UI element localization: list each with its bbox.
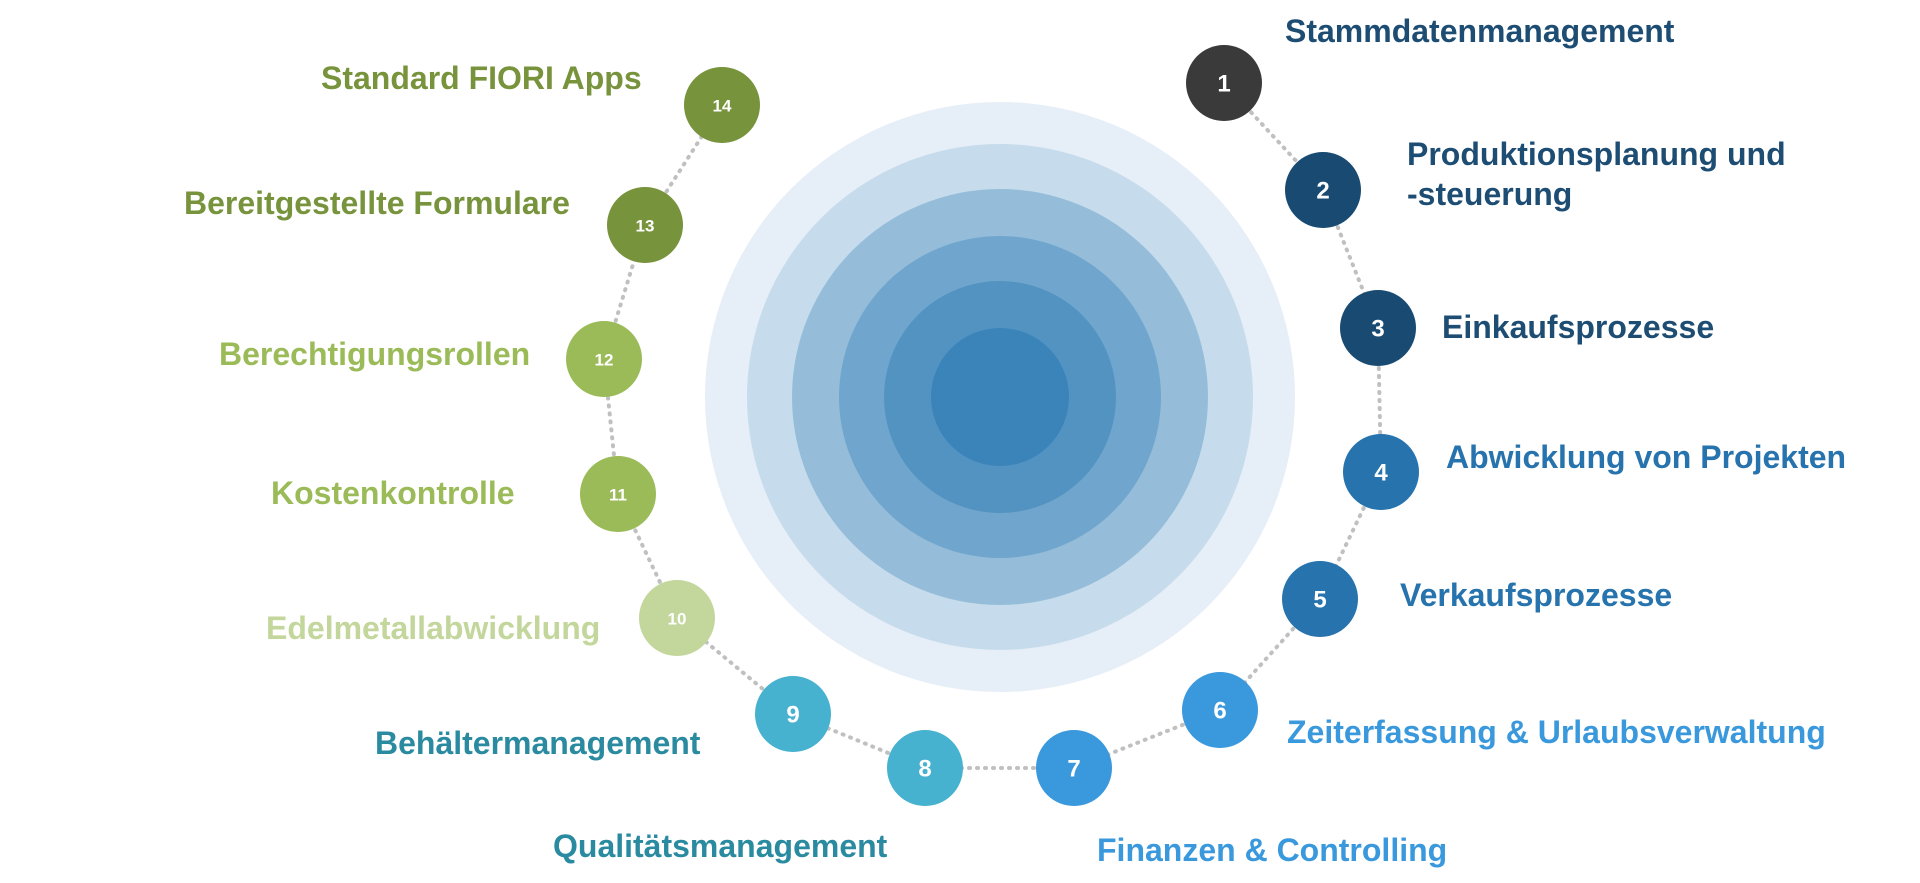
step-node-3: 3: [1340, 290, 1416, 366]
step-circle: [1343, 434, 1419, 510]
step-node-10: 10: [639, 580, 715, 656]
step-node-14: 14: [684, 67, 760, 143]
step-number: 14: [713, 97, 732, 116]
step-number: 8: [918, 756, 931, 783]
step-circle: [1285, 152, 1361, 228]
step-node-2: 2: [1285, 152, 1361, 228]
step-number: 9: [786, 702, 799, 729]
step-circle: [1186, 45, 1262, 121]
step-node-11: 11: [580, 456, 656, 532]
step-circle: [1036, 730, 1112, 806]
step-label-4: Abwicklung von Projekten: [1446, 439, 1847, 475]
step-label-13: Bereitgestellte Formulare: [184, 185, 570, 221]
step-number: 11: [609, 486, 627, 505]
step-node-9: 9: [755, 676, 831, 752]
step-node-4: 4: [1343, 434, 1419, 510]
step-number: 10: [668, 610, 687, 629]
ring-6: [931, 328, 1069, 466]
step-circle: [1340, 290, 1416, 366]
step-circle: [607, 187, 683, 263]
step-label-1: Stammdatenmanagement: [1285, 13, 1675, 49]
step-node-8: 8: [887, 730, 963, 806]
step-number: 4: [1374, 460, 1388, 487]
step-label-9: Behältermanagement: [375, 725, 701, 761]
step-node-7: 7: [1036, 730, 1112, 806]
step-circle: [755, 676, 831, 752]
step-number: 7: [1067, 756, 1080, 783]
step-node-13: 13: [607, 187, 683, 263]
step-circle: [566, 321, 642, 397]
step-number: 12: [595, 351, 614, 370]
step-label-14: Standard FIORI Apps: [321, 60, 642, 96]
step-circle: [887, 730, 963, 806]
step-circle: [580, 456, 656, 532]
step-node-6: 6: [1182, 672, 1258, 748]
step-circle: [1282, 561, 1358, 637]
step-circle: [684, 67, 760, 143]
step-circle: [1182, 672, 1258, 748]
step-label-10: Edelmetallabwicklung: [266, 610, 601, 646]
step-label-8: Qualitätsmanagement: [553, 828, 888, 864]
step-number: 5: [1313, 587, 1326, 614]
step-label-11: Kostenkontrolle: [271, 475, 515, 511]
step-label-2: Produktionsplanung und-steuerung: [1407, 136, 1786, 212]
step-label-12: Berechtigungsrollen: [219, 336, 531, 372]
step-node-12: 12: [566, 321, 642, 397]
step-label-5: Verkaufsprozesse: [1400, 577, 1673, 613]
step-number: 1: [1217, 71, 1230, 98]
step-label-7: Finanzen & Controlling: [1097, 832, 1448, 868]
concentric-rings: [705, 102, 1295, 692]
step-number: 2: [1316, 178, 1329, 205]
step-label-6: Zeiterfassung & Urlaubsverwaltung: [1287, 714, 1826, 750]
step-label-3: Einkaufsprozesse: [1442, 309, 1715, 345]
step-node-1: 1: [1186, 45, 1262, 121]
step-circle: [639, 580, 715, 656]
step-node-5: 5: [1282, 561, 1358, 637]
step-number: 13: [636, 217, 655, 236]
step-number: 3: [1371, 316, 1384, 343]
step-number: 6: [1213, 698, 1226, 725]
